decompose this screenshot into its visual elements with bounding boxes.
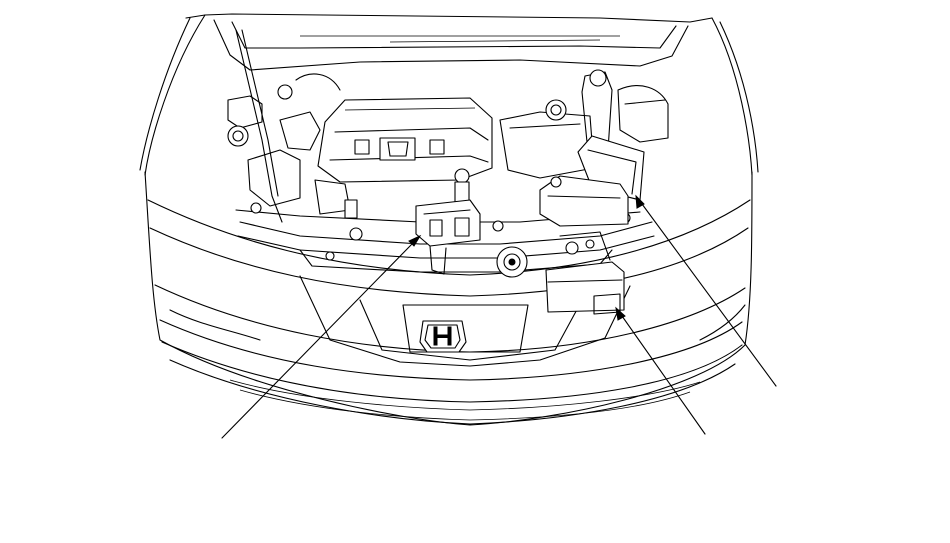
leader-lines bbox=[221, 194, 777, 439]
center-bracket bbox=[415, 199, 481, 275]
honda-emblem bbox=[419, 320, 467, 353]
left-components bbox=[227, 29, 358, 223]
engine-cover bbox=[317, 97, 493, 203]
vehicle-body-outline bbox=[139, 13, 759, 176]
right-components bbox=[499, 69, 669, 315]
grille bbox=[299, 275, 631, 367]
